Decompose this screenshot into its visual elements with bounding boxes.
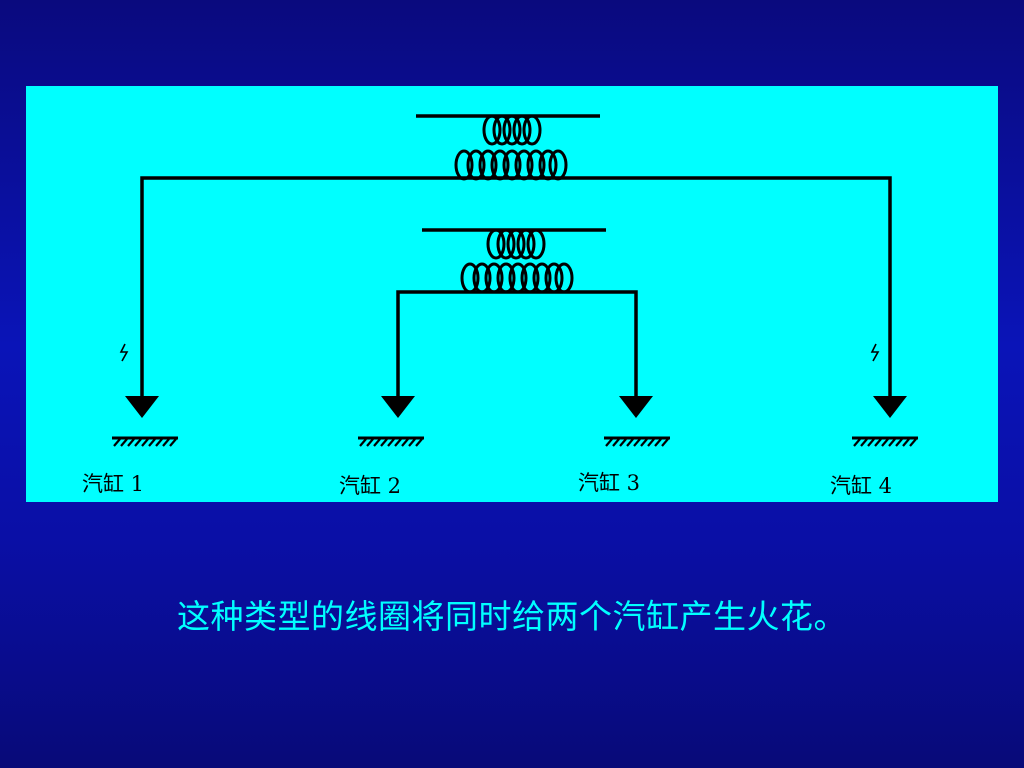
cylinder-1-label: 汽缸 1 (82, 472, 145, 496)
cylinder-2-label: 汽缸 2 (339, 474, 402, 498)
ignition-coil-diagram (112, 114, 918, 447)
cylinder-3-label: 汽缸 3 (578, 471, 641, 495)
ground-symbol-cyl1 (112, 436, 178, 447)
ground-symbol-cyl4 (852, 436, 918, 447)
diagram-panel: 汽缸 1 汽缸 2 汽缸 3 汽缸 4 (26, 86, 998, 502)
coil-a-lead-cyl4 (618, 176, 892, 398)
ground-symbol-cyl2 (358, 436, 424, 447)
spark-arrow-cyl2 (381, 396, 415, 418)
spark-arrow-cyl3 (619, 396, 653, 418)
coil-a-lead-cyl1 (140, 176, 402, 398)
spark-arrow-cyl1 (125, 396, 159, 418)
slide-caption: 这种类型的线圈将同时给两个汽缸产生火花。 (177, 597, 847, 636)
ground-symbol-cyl3 (604, 436, 670, 447)
spark-arrow-cyl4 (873, 396, 907, 418)
coil-a-primary-winding (482, 114, 542, 146)
spark-plug-arrows (125, 396, 907, 418)
coil-b-secondary-winding (460, 262, 574, 294)
coil-b (396, 228, 638, 398)
coil-b-leads-cyl2-cyl3 (396, 290, 638, 398)
cylinder-4-label: 汽缸 4 (830, 474, 893, 498)
coil-a-secondary-winding (454, 149, 568, 181)
spark-glyphs (119, 343, 880, 362)
spark-glyph-cyl1 (119, 343, 129, 362)
spark-glyph-cyl4 (870, 343, 880, 362)
coil-b-primary-winding (486, 228, 546, 260)
ground-symbols (112, 436, 918, 447)
coil-a (140, 114, 892, 398)
